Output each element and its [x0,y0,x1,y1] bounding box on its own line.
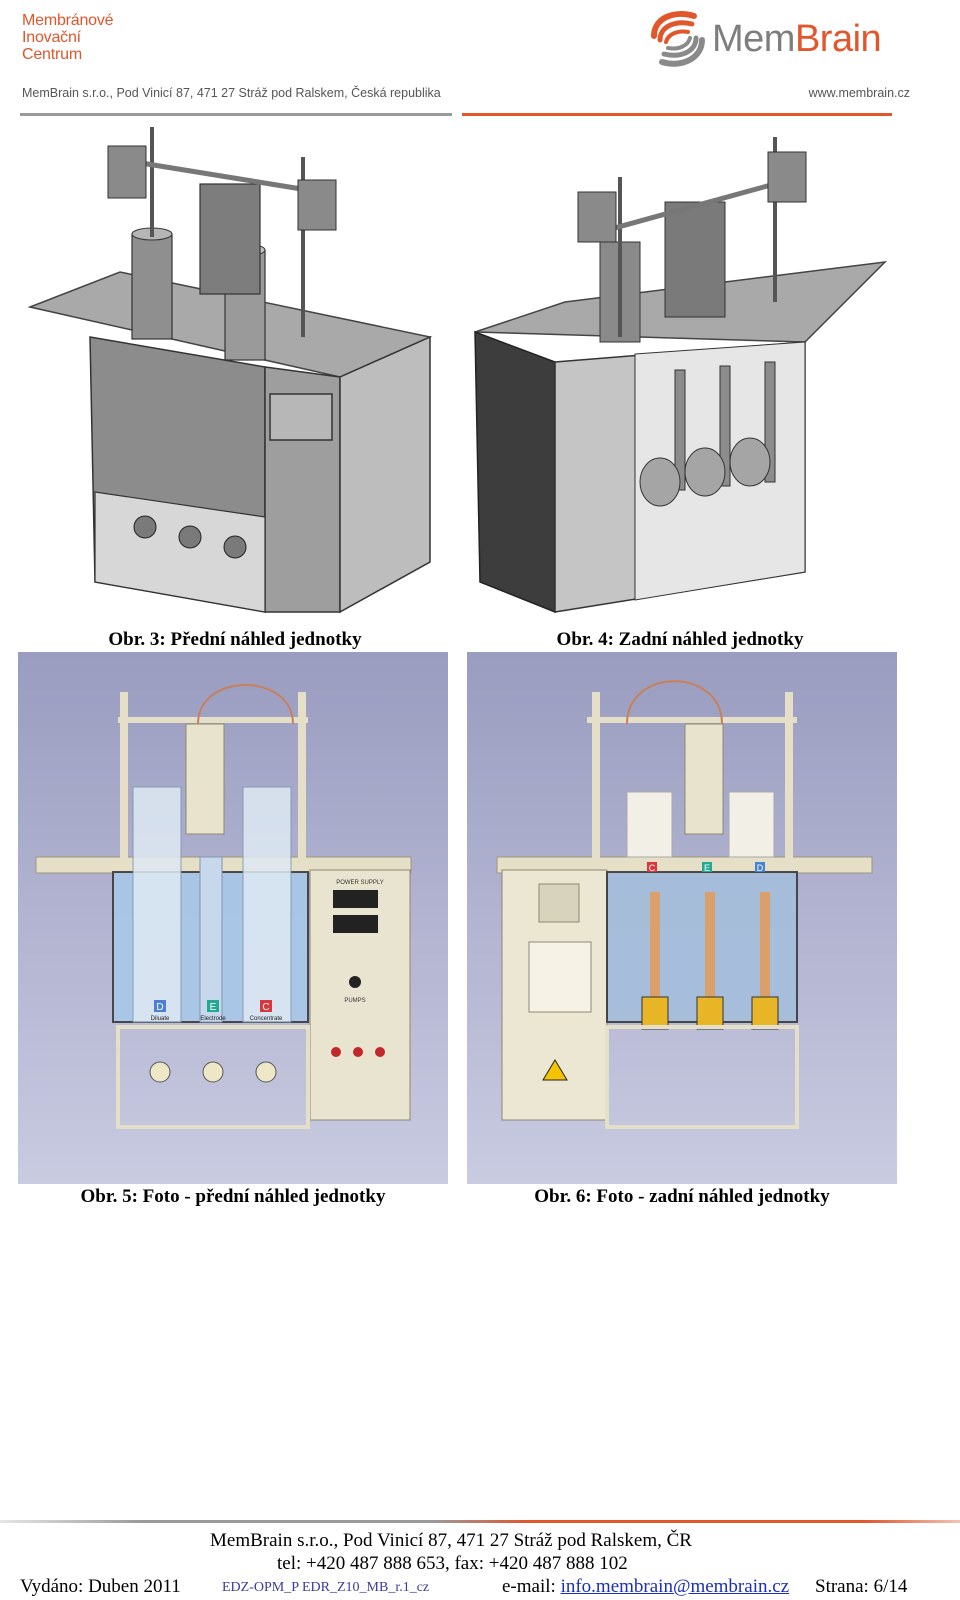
center-name-line: Centrum [22,46,82,63]
figure-photo-rear: C E D [467,652,897,1184]
label-d: D [156,1002,163,1013]
footer-email-label: e-mail: [502,1576,556,1597]
label-c: C [649,863,656,873]
footer-email: e-mail: info.membrain@membrain.cz [502,1576,789,1598]
logo-text: MemBrain [712,18,882,61]
label-pumps: PUMPS [344,998,365,1004]
figure-photo-front: D E C Diluate Electrode Concentrate POWE… [18,652,448,1184]
membrain-swirl-icon [651,11,705,67]
footer-issued: Vydáno: Duben 2011 [20,1576,181,1597]
logo-text-mem: Mem [712,18,795,60]
figure-caption: Obr. 4: Zadní náhled jednotky [556,629,804,650]
footer-rule [0,1520,960,1523]
figure-caption: Obr. 3: Přední náhled jednotky [108,629,362,650]
label-diluate: Diluate [151,1016,170,1022]
figure-cad-rear [470,122,900,617]
header-address: MemBrain s.r.o., Pod Vinicí 87, 471 27 S… [22,86,441,100]
figure-caption: Obr. 6: Foto - zadní náhled jednotky [534,1186,830,1207]
header-rule-gray [20,113,452,116]
center-name-line: Inovační [22,29,81,46]
footer-doc-code: EDZ-OPM_P EDR_Z10_MB_r.1_cz [222,1580,430,1595]
label-d: D [757,863,764,873]
label-concentrate: Concentrate [250,1016,283,1022]
center-name: Membránové Inovační Centrum [22,12,162,63]
label-c: C [262,1002,269,1013]
label-electrode: Electrode [200,1016,226,1022]
cad-rear-view-image [470,122,900,617]
photo-rear-view-image: C E D [467,652,897,1184]
footer-contact-line: tel: +420 487 888 653, fax: +420 487 888… [277,1553,628,1574]
footer-company-line: MemBrain s.r.o., Pod Vinicí 87, 471 27 S… [210,1530,692,1551]
figure-cad-front [20,122,450,617]
figure-caption: Obr. 5: Foto - přední náhled jednotky [80,1186,386,1207]
header-website-link[interactable]: www.membrain.cz [808,86,910,100]
label-e: E [210,1002,217,1013]
header-rule-orange [462,113,892,116]
label-e: E [704,863,710,873]
footer-email-link[interactable]: info.membrain@membrain.cz [560,1576,790,1597]
logo-text-brain: Brain [794,18,882,60]
membrain-logo: MemBrain [648,6,898,72]
photo-front-view-image: D E C Diluate Electrode Concentrate POWE… [18,652,448,1184]
footer-page-number: Strana: 6/14 [815,1576,908,1597]
label-power-supply: POWER SUPPLY [336,880,384,886]
cad-front-view-image [20,122,450,617]
center-name-line: Membránové [22,12,114,29]
